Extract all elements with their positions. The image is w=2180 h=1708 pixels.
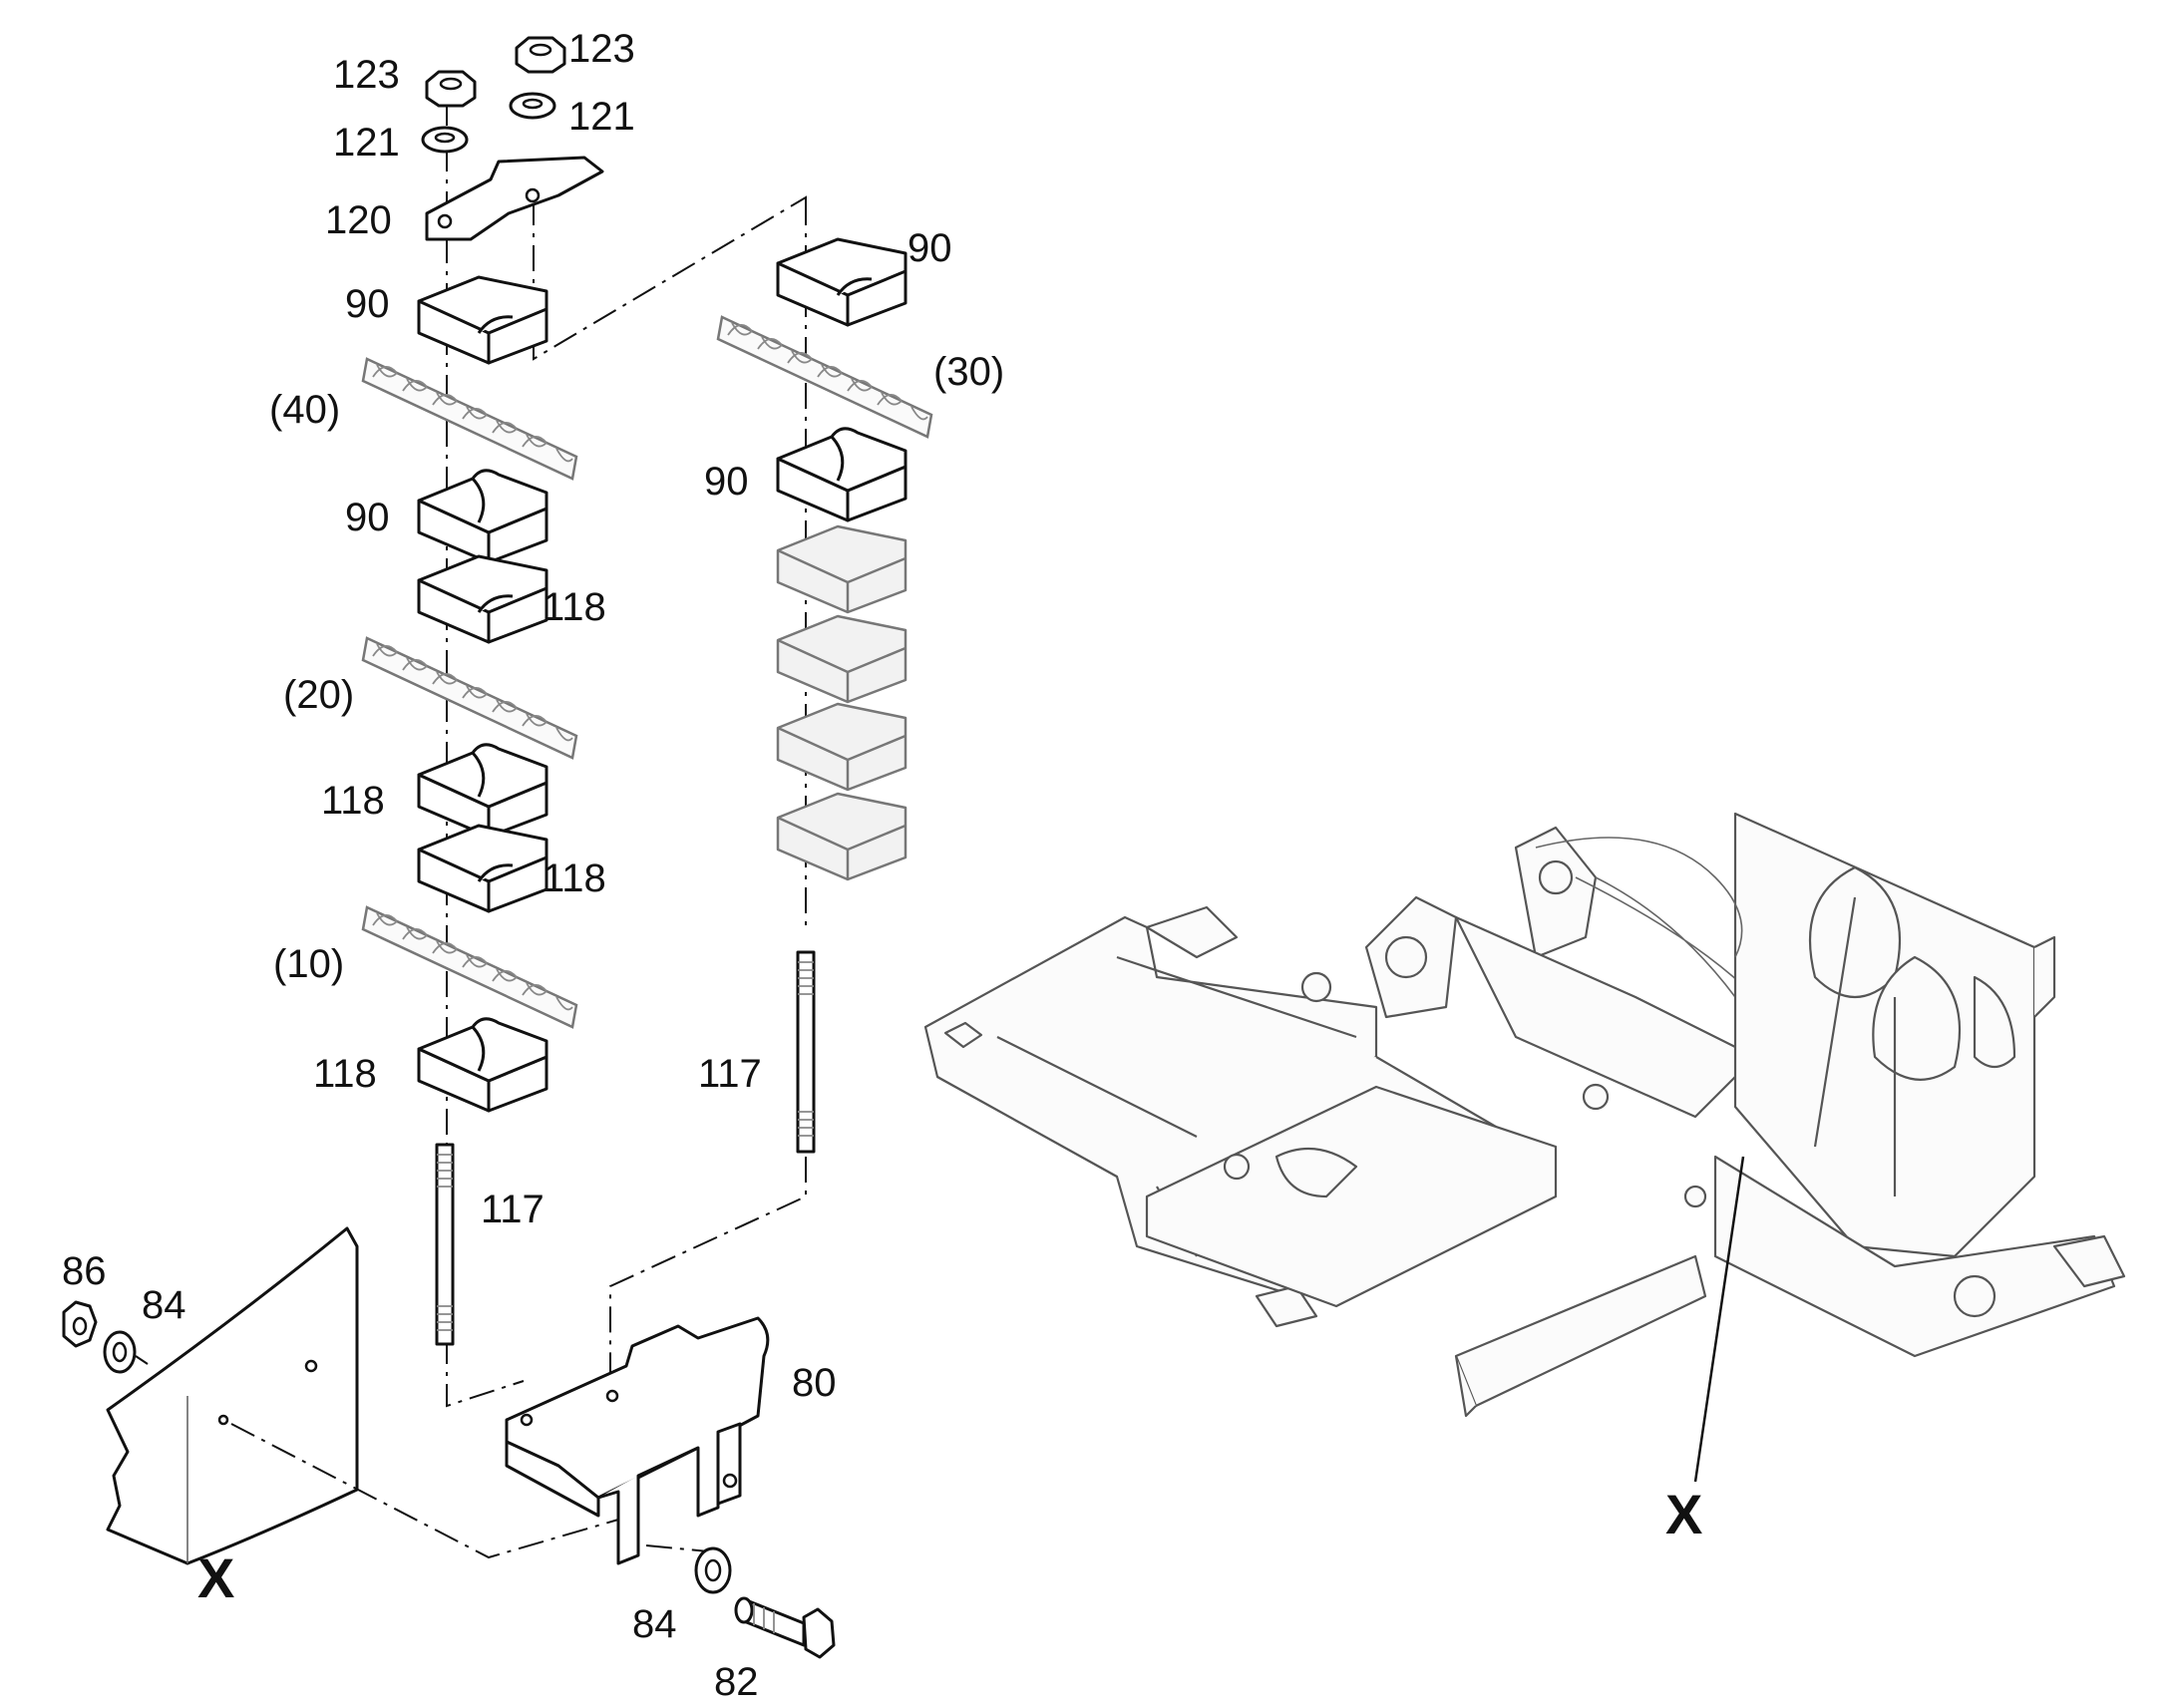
label-118-a: 118 (543, 585, 606, 629)
stud-117-right (796, 950, 816, 1154)
washer-121-right (509, 92, 556, 120)
label-30: (30) (933, 350, 1004, 394)
right-clamp-stack (609, 199, 933, 1381)
label-90-top-left: 90 (345, 282, 390, 326)
nut-123-right (515, 36, 566, 74)
label-x-detail: X (197, 1546, 234, 1609)
hose-10 (361, 905, 578, 1029)
label-84-left: 84 (142, 1283, 186, 1327)
label-123-right: 123 (568, 27, 635, 71)
bolt-82 (734, 1596, 836, 1659)
nut-123-left (425, 70, 477, 108)
label-x-frame: X (1665, 1483, 1702, 1545)
label-118-b: 118 (321, 779, 385, 823)
washer-121-left (421, 126, 469, 154)
label-40: (40) (269, 388, 340, 432)
washer-84-bottom (694, 1546, 732, 1594)
clamp-90-top-right (776, 237, 908, 327)
label-123-left: 123 (333, 53, 400, 97)
label-120: 120 (325, 198, 392, 242)
label-90-mid-left: 90 (345, 496, 390, 539)
label-90-top-right: 90 (908, 226, 952, 270)
clamp-118-c (417, 824, 548, 913)
washer-84-left (103, 1330, 137, 1374)
hose-20 (361, 636, 578, 760)
label-121-left: 121 (333, 121, 400, 165)
hose-40 (361, 357, 578, 481)
clamp-ghost-4 (776, 792, 908, 881)
label-82: 82 (714, 1660, 759, 1704)
label-86: 86 (62, 1249, 107, 1293)
clamp-118-b (417, 743, 548, 839)
right-stack-axis (609, 199, 807, 1381)
excavator-frame (923, 812, 2126, 1418)
clamp-90-mid-left (417, 469, 548, 564)
part-labels: 123 123 121 121 120 90 90 (40) (30) 90 9… (62, 27, 1702, 1704)
label-117-right: 117 (698, 1052, 762, 1096)
hose-30 (716, 315, 933, 439)
clamp-90-top-left (417, 275, 548, 365)
clamp-ghost-2 (776, 614, 908, 704)
label-121-right: 121 (568, 95, 635, 139)
label-10: (10) (273, 942, 344, 986)
label-20: (20) (283, 673, 354, 717)
stud-117-left (435, 1143, 455, 1346)
label-80: 80 (792, 1361, 837, 1405)
label-118-c: 118 (543, 856, 606, 900)
x-leader-line (1693, 1156, 1745, 1483)
bracket-80 (505, 1316, 770, 1565)
plate-link-line (533, 195, 807, 361)
plate-120 (425, 156, 604, 241)
label-90-mid-right: 90 (704, 460, 749, 504)
clamp-ghost-1 (776, 524, 908, 614)
label-117-left: 117 (481, 1188, 545, 1231)
left-clamp-stack (361, 36, 807, 1408)
label-84-bottom: 84 (632, 1602, 677, 1646)
clamp-118-d (417, 1017, 548, 1113)
label-118-d: 118 (313, 1052, 377, 1096)
nut-86 (62, 1300, 98, 1348)
clamp-ghost-3 (776, 702, 908, 792)
clamp-118-a (417, 554, 548, 644)
clamp-90-mid-right (776, 427, 908, 522)
detail-x-plate (62, 1226, 619, 1565)
